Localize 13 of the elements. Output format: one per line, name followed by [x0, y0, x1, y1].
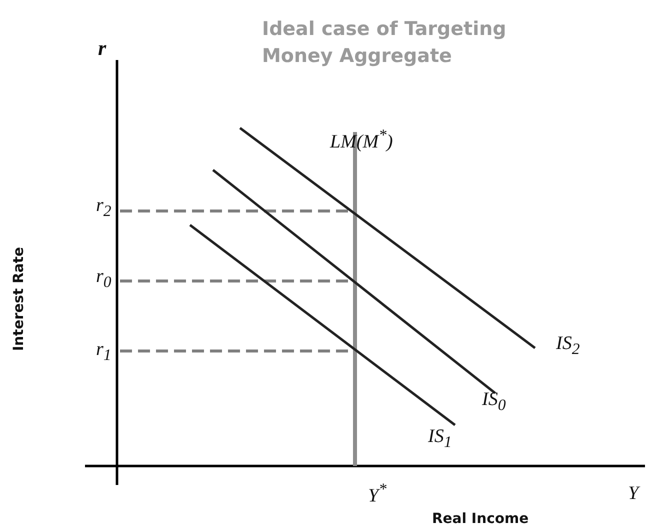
curve-label: IS$_{0}$ [482, 390, 506, 414]
curve-label: LM(M$^{*}$) [330, 128, 393, 152]
axis-tick-label: r$_{2}$ [96, 196, 112, 220]
axis-tick-label: r$_{1}$ [96, 340, 112, 364]
axis-label: Y [628, 484, 639, 503]
curve-label: IS$_{1}$ [428, 427, 452, 451]
curve-label: IS$_{2}$ [556, 334, 580, 358]
chart-title: Ideal case of Targeting Money Aggregate [262, 17, 508, 69]
axis-tick-label: r$_{0}$ [96, 267, 112, 291]
axis-tick-label: Y$^{*}$ [368, 482, 386, 506]
axis-title: Real Income [432, 512, 529, 526]
axis-label: r [98, 38, 106, 59]
axis-title: Interest Rate [12, 246, 26, 352]
